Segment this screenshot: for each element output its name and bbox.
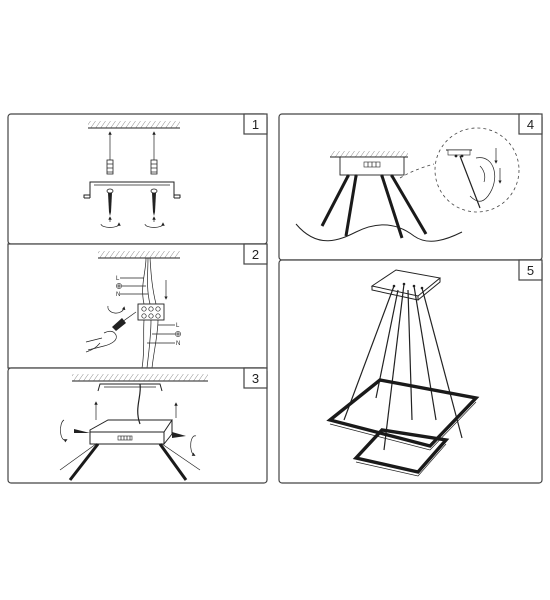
ground-symbol-icon	[116, 283, 146, 289]
panel-step-3: 3	[7, 367, 268, 484]
wire-label-l-top: L	[116, 276, 120, 282]
step-badge-1: 1	[243, 113, 268, 135]
step-badge-5: 5	[518, 259, 543, 281]
wire-label-n-top: N	[116, 292, 120, 298]
panel-step-4: 4	[278, 113, 543, 261]
screwdriver-icon	[85, 311, 137, 353]
canopy-on-ceiling	[330, 151, 408, 178]
screw-icon	[106, 188, 158, 216]
rotate-arrow-icon	[100, 222, 165, 228]
panel-step-1: 1	[7, 113, 268, 245]
lower-square-frame	[352, 428, 450, 477]
side-screw-icon	[60, 419, 197, 456]
panel-step-5: 5	[278, 259, 543, 484]
wall-anchor-icon	[106, 159, 158, 175]
detail-zoom	[399, 127, 520, 213]
step-number-4: 4	[527, 117, 534, 132]
wire-label-l-bottom: L	[176, 323, 180, 329]
ceiling	[88, 121, 180, 129]
mounting-bracket	[83, 181, 181, 199]
terminal-block	[137, 303, 165, 321]
step-badge-3: 3	[243, 367, 268, 389]
upper-square-frame	[326, 378, 480, 451]
step-number-2: 2	[252, 247, 259, 262]
step-number-3: 3	[252, 371, 259, 386]
wire-label-n-bottom: N	[176, 341, 180, 347]
step-badge-4: 4	[518, 113, 543, 135]
step-badge-2: 2	[243, 243, 268, 265]
canopy-box	[89, 419, 173, 445]
step-number-5: 5	[527, 263, 534, 278]
panel-step-2: 2 L N	[7, 243, 268, 369]
step-number-1: 1	[252, 117, 259, 132]
mains-wires	[142, 257, 157, 305]
